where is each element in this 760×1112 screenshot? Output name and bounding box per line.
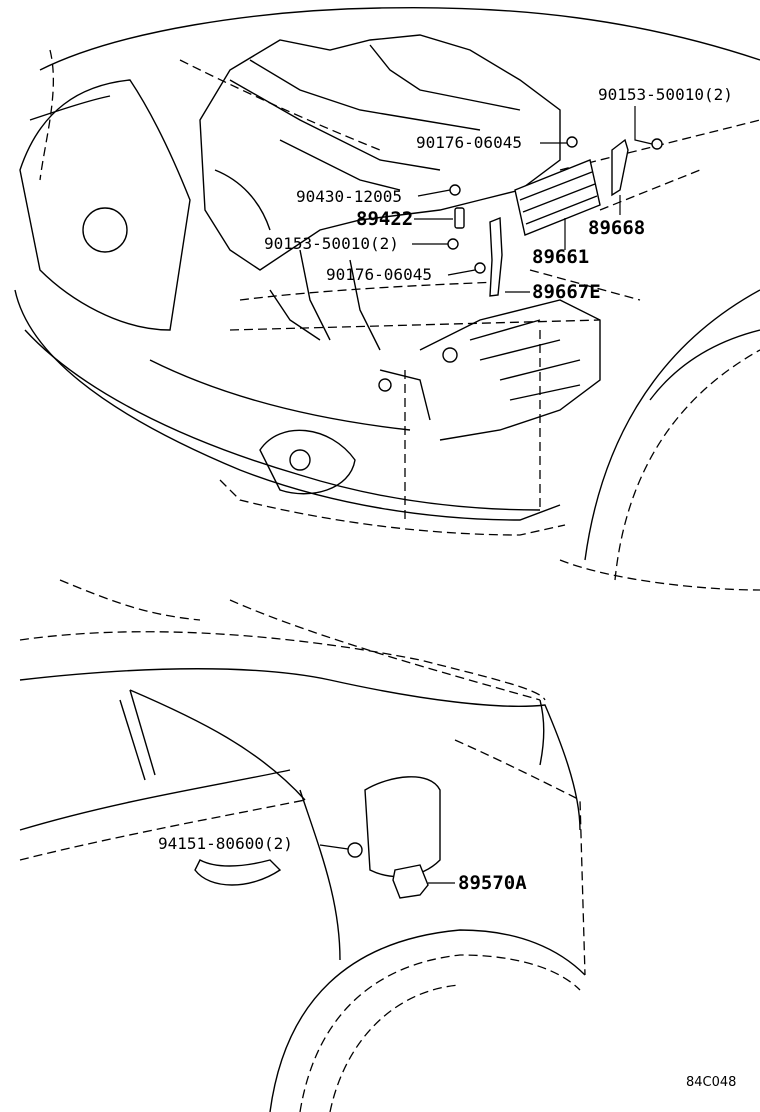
callout-89661[interactable]: 89661 [532,246,590,268]
leader-lines-upper [412,106,653,293]
callout-89570a[interactable]: 89570A [458,872,527,894]
callout-90430-12005[interactable]: 90430-12005 [296,187,402,206]
callout-90176-06045-lower[interactable]: 90176-06045 [326,265,432,284]
callout-89668[interactable]: 89668 [588,217,646,239]
figure-code: 84C048 [686,1075,737,1090]
callout-94151-80600[interactable]: 94151-80600(2) [158,834,293,853]
callout-90176-06045-upper[interactable]: 90176-06045 [416,133,522,152]
vehicle-rear-illustration [19,579,586,1112]
ecu-assembly [447,136,663,297]
vehicle-front-illustration [14,6,760,591]
callout-90153-50010-left[interactable]: 90153-50010(2) [264,234,399,253]
callout-89422[interactable]: 89422 [356,208,414,230]
callout-90153-50010-top[interactable]: 90153-50010(2) [598,85,733,104]
callout-89667e[interactable]: 89667E [532,281,601,303]
